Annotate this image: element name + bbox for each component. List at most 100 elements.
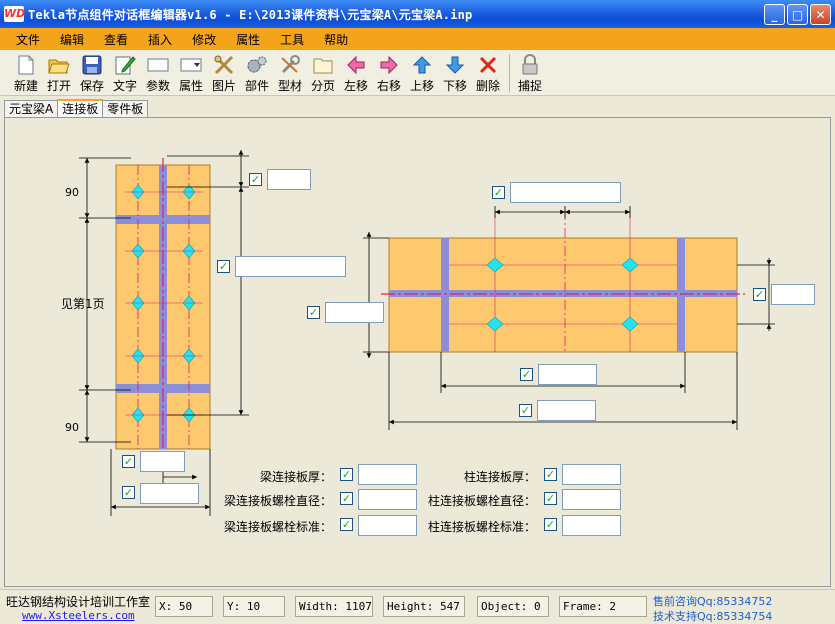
- move-left-button[interactable]: 左移: [340, 50, 372, 94]
- tab-connection-plate[interactable]: 连接板: [57, 99, 104, 117]
- tab-part-plate[interactable]: 零件板: [102, 100, 149, 117]
- beam-bolt-standard-input[interactable]: [358, 515, 417, 536]
- beam-length-input[interactable]: [537, 400, 596, 421]
- status-bar: 旺达钢结构设计培训工作室 www.Xsteelers.com X: 50 Y: …: [0, 589, 835, 624]
- bolt: [486, 316, 504, 332]
- column-plate-thickness-label: 柱连接板厚：: [464, 470, 537, 484]
- beam-plate-thickness-input[interactable]: [358, 464, 417, 485]
- support-qq: 技术支持Qq:85334754: [653, 610, 773, 623]
- arrow-down-icon: [444, 54, 466, 76]
- dim-bottom-label: 90: [65, 421, 79, 434]
- column-bolt-standard-label: 柱连接板螺栓标准：: [428, 520, 537, 534]
- arrow-right-icon: [378, 54, 400, 76]
- part-button[interactable]: 部件: [241, 50, 273, 94]
- checkbox-column-gauge[interactable]: ✓: [122, 455, 135, 468]
- menu-edit[interactable]: 编辑: [60, 32, 85, 47]
- checkbox-beam-bolt-diameter[interactable]: ✓: [340, 492, 353, 505]
- checkbox-column-plate-thickness[interactable]: ✓: [544, 468, 557, 481]
- checkbox-column-top-dim[interactable]: ✓: [249, 173, 262, 186]
- bolt-crosshairs: [125, 191, 203, 416]
- floppy-disk-icon: [81, 54, 103, 76]
- move-right-button[interactable]: 右移: [373, 50, 405, 94]
- menu-help[interactable]: 帮助: [324, 32, 349, 47]
- column-width-input[interactable]: [140, 483, 199, 504]
- column-top-dim-input[interactable]: [267, 169, 311, 190]
- page-button[interactable]: 分页: [307, 50, 339, 94]
- status-object: Object: 0: [477, 596, 549, 617]
- beam-bolt-diameter-input[interactable]: [358, 489, 417, 510]
- column-plate: [115, 158, 211, 456]
- checkbox-beam-plate-thickness[interactable]: ✓: [340, 468, 353, 481]
- status-width: Width: 1107: [295, 596, 373, 617]
- maximize-button[interactable]: □: [787, 4, 808, 25]
- checkbox-column-bolt-standard[interactable]: ✓: [544, 518, 557, 531]
- beam-bolt-diameter-label: 梁连接板螺栓直径：: [224, 494, 333, 508]
- status-x: X: 50: [155, 596, 213, 617]
- status-height: Height: 547: [383, 596, 465, 617]
- checkbox-beam-bolt-standard[interactable]: ✓: [340, 518, 353, 531]
- column-gauge-input[interactable]: [140, 451, 185, 472]
- checkbox-column-bolt-diameter[interactable]: ✓: [544, 492, 557, 505]
- beam-dimensions: [363, 206, 775, 430]
- design-canvas[interactable]: 90 见第1页 90: [4, 117, 831, 587]
- beam-plate: [381, 210, 745, 353]
- arrow-left-icon: [345, 54, 367, 76]
- toolbar: 新建 打开 保存 文字 参数 属性 图片 部件 型材 分页 左移 右移: [0, 50, 835, 96]
- beam-bolt-pitch-input[interactable]: [510, 182, 621, 203]
- open-button[interactable]: 打开: [43, 50, 75, 94]
- beam-edge-dist-input[interactable]: [771, 284, 815, 305]
- move-down-button[interactable]: 下移: [439, 50, 471, 94]
- column-bolt-pitch-input[interactable]: [235, 256, 346, 277]
- tab-yuanbao-beam[interactable]: 元宝梁A: [4, 100, 59, 117]
- wrench-icon: [279, 54, 301, 76]
- textbox-icon: [147, 54, 169, 76]
- title-bar: WD Tekla节点组件对话框编辑器v1.6 - E:\2013课件资料\元宝梁…: [0, 0, 835, 28]
- presale-qq: 售前咨询Qq:85334752: [653, 595, 773, 608]
- menu-bar: 文件 编辑 查看 插入 修改 属性 工具 帮助: [0, 28, 835, 50]
- text-button[interactable]: 文字: [109, 50, 141, 94]
- status-frame: Frame: 2: [559, 596, 647, 617]
- column-bolt-diameter-label: 柱连接板螺栓直径：: [428, 494, 537, 508]
- website-link[interactable]: www.Xsteelers.com: [22, 609, 135, 622]
- studio-name: 旺达钢结构设计培训工作室: [6, 595, 151, 609]
- checkbox-column-width[interactable]: ✓: [122, 486, 135, 499]
- snap-button[interactable]: 捕捉: [514, 50, 546, 94]
- checkbox-beam-bolt-pitch[interactable]: ✓: [492, 186, 505, 199]
- save-button[interactable]: 保存: [76, 50, 108, 94]
- new-button[interactable]: 新建: [10, 50, 42, 94]
- beam-height-input[interactable]: [325, 302, 384, 323]
- column-plate-thickness-input[interactable]: [562, 464, 621, 485]
- menu-insert[interactable]: 插入: [148, 32, 173, 47]
- checkbox-beam-length[interactable]: ✓: [519, 404, 532, 417]
- profile-button[interactable]: 型材: [274, 50, 306, 94]
- picture-button[interactable]: 图片: [208, 50, 240, 94]
- move-up-button[interactable]: 上移: [406, 50, 438, 94]
- menu-attributes[interactable]: 属性: [236, 32, 261, 47]
- delete-button[interactable]: 删除: [472, 50, 504, 94]
- folder-open-icon: [48, 54, 70, 76]
- menu-file[interactable]: 文件: [16, 32, 41, 47]
- column-bolt-diameter-input[interactable]: [562, 489, 621, 510]
- menu-tools[interactable]: 工具: [280, 32, 305, 47]
- checkbox-column-bolt-pitch[interactable]: ✓: [217, 260, 230, 273]
- new-file-icon: [15, 54, 37, 76]
- checkbox-beam-stiffener-span[interactable]: ✓: [520, 368, 533, 381]
- param-button[interactable]: 参数: [142, 50, 174, 94]
- beam-plate-thickness-label: 梁连接板厚：: [260, 470, 333, 484]
- menu-modify[interactable]: 修改: [192, 32, 217, 47]
- checkbox-beam-edge-dist[interactable]: ✓: [753, 288, 766, 301]
- close-button[interactable]: ✕: [810, 4, 831, 25]
- folder-tab-icon: [312, 54, 334, 76]
- column-bolts: [131, 184, 196, 423]
- pencil-note-icon: [114, 54, 136, 76]
- minimize-button[interactable]: _: [764, 4, 785, 25]
- menu-view[interactable]: 查看: [104, 32, 129, 47]
- attr-button[interactable]: 属性: [175, 50, 207, 94]
- app-logo-icon: WD: [4, 6, 26, 22]
- beam-stiffener-span-input[interactable]: [538, 364, 597, 385]
- dim-mid-label: 见第1页: [61, 297, 105, 311]
- checkbox-beam-height[interactable]: ✓: [307, 306, 320, 319]
- status-y: Y: 10: [223, 596, 285, 617]
- column-bolt-standard-input[interactable]: [562, 515, 621, 536]
- beam-bolts: [486, 257, 639, 332]
